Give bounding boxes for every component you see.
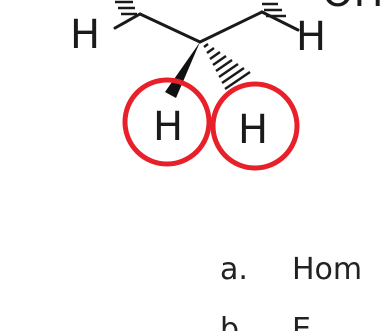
hashed-wedge-bond <box>203 43 251 91</box>
highlight-circle-right <box>210 81 300 171</box>
atom-oh-fragment: OH <box>322 0 384 16</box>
atom-h-circled-left: H <box>153 104 183 150</box>
bond-left-carbon-to-h <box>113 12 142 30</box>
wedge-bond <box>165 42 200 98</box>
hashed-bond-top-left <box>115 0 137 16</box>
bond-right-carbon-to-h <box>260 10 300 32</box>
atom-h-circled-right: H <box>238 107 268 153</box>
atom-h-top-left: H <box>70 12 100 58</box>
bond-center-to-right-carbon <box>198 10 264 44</box>
atom-h-top-right: H <box>296 14 326 60</box>
highlight-circle-left <box>122 77 212 167</box>
bond-left-carbon-to-center <box>138 12 202 44</box>
